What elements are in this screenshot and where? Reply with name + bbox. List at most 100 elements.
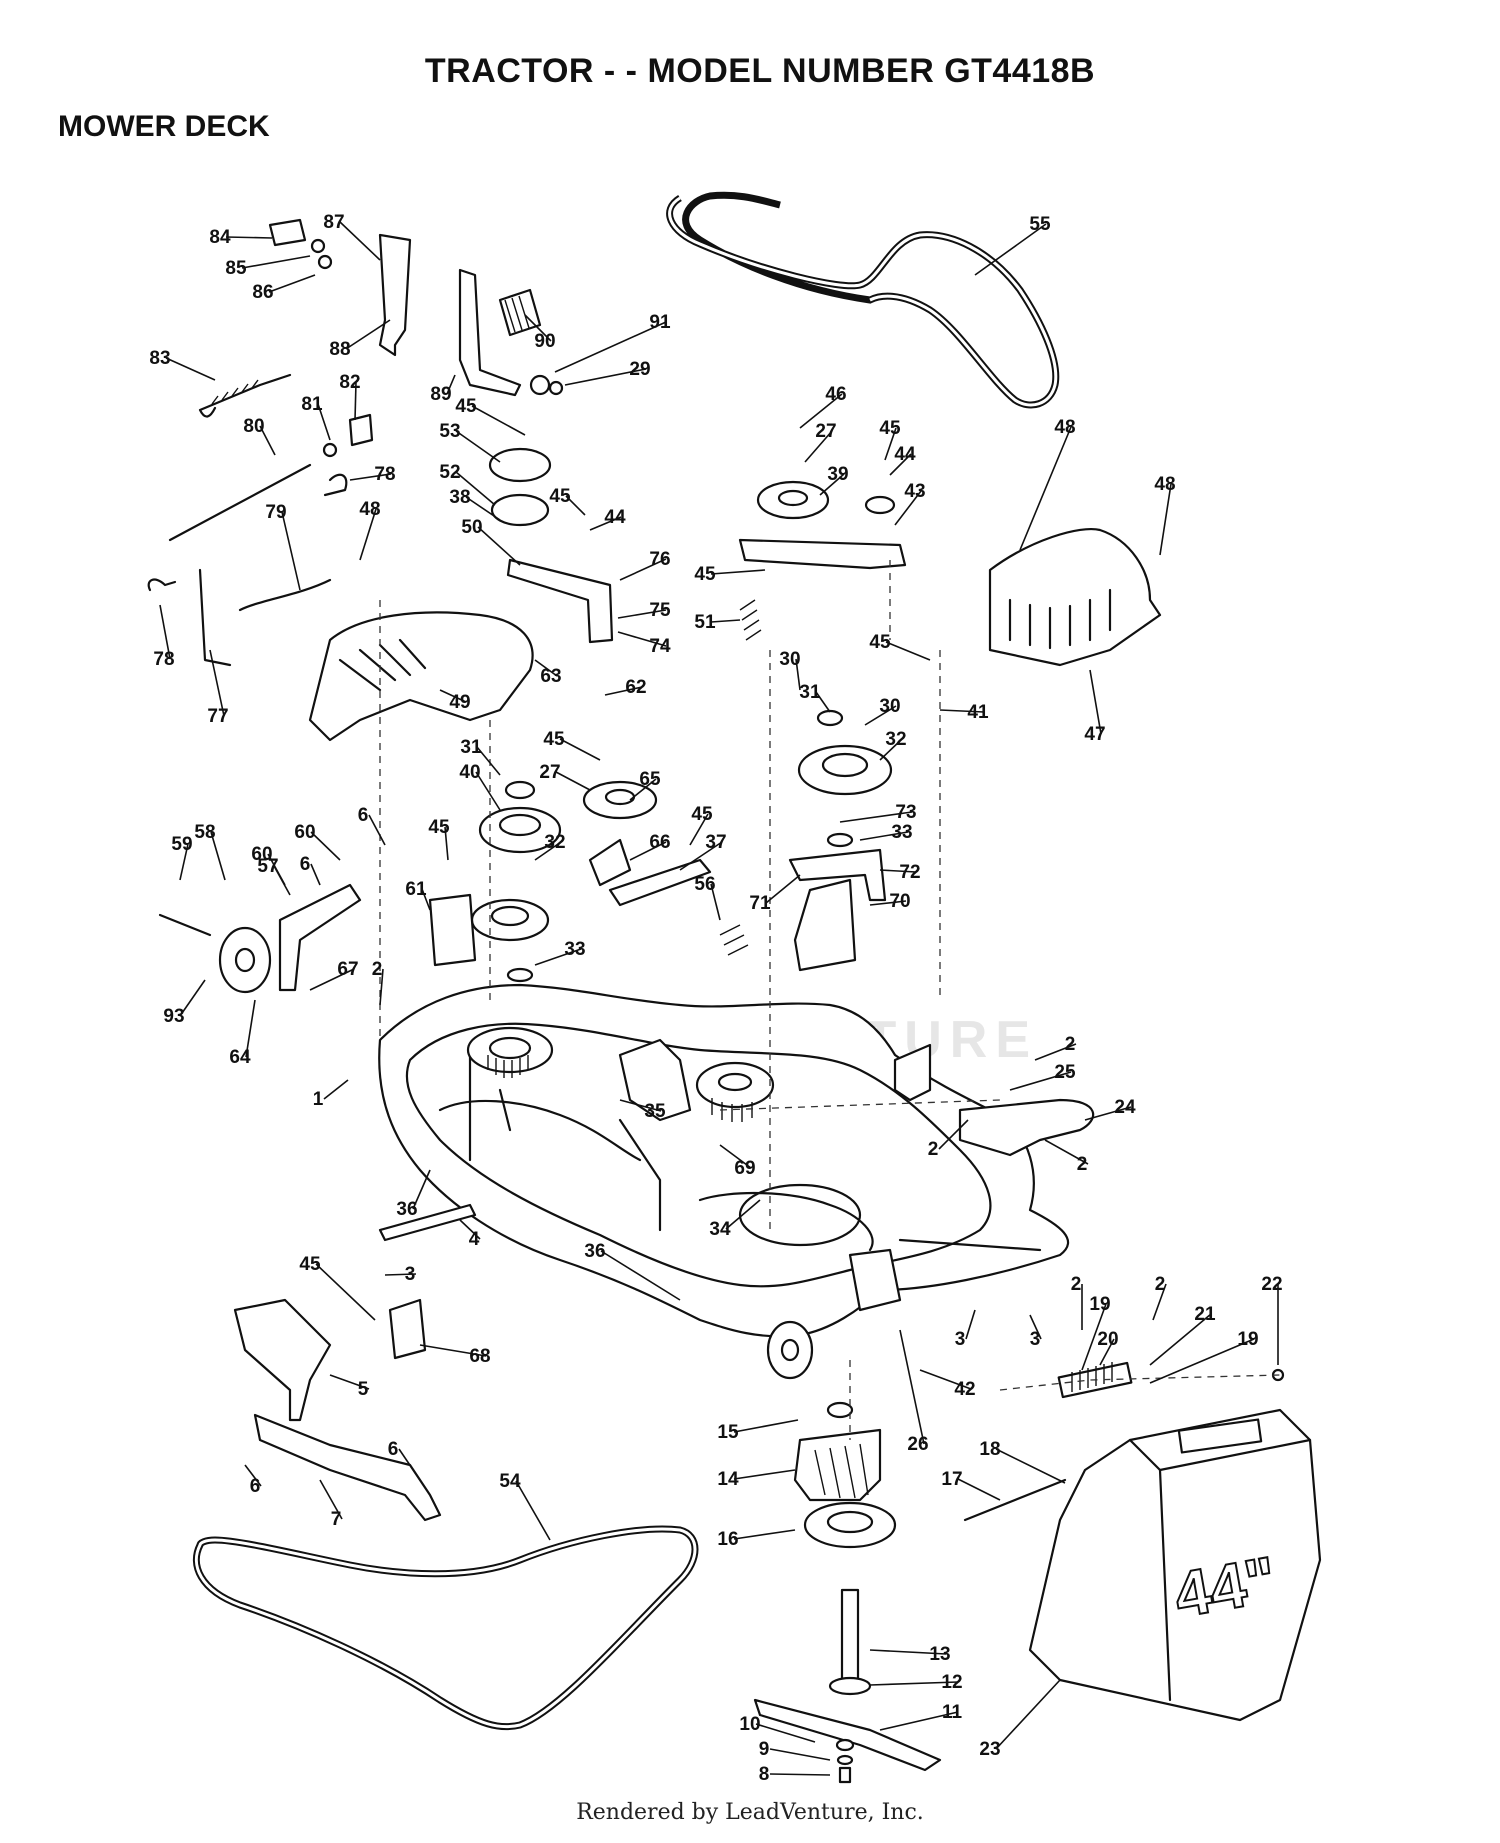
deflector-rod-17 (963, 1478, 1067, 1522)
bracket-5 (233, 1298, 332, 1422)
spring-56 (719, 924, 749, 956)
callout-2-3: 2 (1065, 1034, 1076, 1055)
leader-line-59 (179, 843, 189, 881)
discharge-chute-23: 44" (1028, 1408, 1322, 1722)
callout-16: 16 (717, 1529, 738, 1550)
callout-3-2: 3 (955, 1329, 966, 1350)
belt-cover-47 (988, 528, 1162, 667)
callout-34: 34 (709, 1219, 731, 1240)
callout-56: 56 (694, 874, 715, 895)
leader-line-3-2 (965, 1309, 976, 1340)
callout-41: 41 (967, 702, 989, 723)
callout-45-5: 45 (869, 632, 891, 653)
leader-line-51 (710, 619, 741, 623)
callout-6-2: 6 (300, 854, 311, 875)
belt-cover-49 (308, 611, 534, 742)
callout-30-2: 30 (879, 696, 900, 717)
callout-36-2: 36 (584, 1241, 605, 1262)
callout-87: 87 (323, 212, 344, 233)
leader-line-45-4 (565, 495, 586, 516)
callout-58: 58 (194, 822, 215, 843)
callout-82: 82 (339, 372, 360, 393)
callout-45-4: 45 (549, 486, 571, 507)
callout-75: 75 (649, 600, 671, 621)
callout-19-2: 19 (1237, 1329, 1258, 1350)
leader-line-17 (957, 1478, 1001, 1501)
callout-30-1: 30 (779, 649, 800, 670)
callout-78-1: 78 (374, 464, 395, 485)
leader-line-86 (268, 274, 316, 293)
callout-80: 80 (243, 416, 264, 437)
leader-line-84 (225, 236, 273, 239)
callout-31-1: 31 (460, 737, 482, 758)
leader-line-67 (309, 968, 355, 991)
leader-line-40 (475, 771, 501, 811)
callout-45-7: 45 (691, 804, 713, 825)
spring-51 (739, 599, 762, 641)
callout-32-1: 32 (544, 832, 565, 853)
leader-line-58 (210, 831, 226, 881)
callout-47: 47 (1084, 724, 1105, 745)
callout-54: 54 (499, 1471, 521, 1492)
leader-line-80 (259, 425, 276, 456)
leader-line-60-2 (267, 853, 286, 886)
leader-line-77 (209, 649, 225, 717)
leader-line-75 (617, 609, 667, 619)
leader-line-50 (477, 526, 521, 566)
callout-64: 64 (229, 1047, 251, 1068)
leader-line-32-2 (879, 738, 903, 761)
leader-line-81 (317, 403, 331, 441)
leader-line-3-3 (1029, 1314, 1042, 1340)
callout-33-1: 33 (564, 939, 585, 960)
callout-3-1: 3 (405, 1264, 416, 1285)
leader-line-44-2 (589, 516, 622, 531)
callout-36-1: 36 (396, 1199, 417, 1220)
callout-38: 38 (449, 487, 470, 508)
leader-line-6-3 (244, 1464, 262, 1487)
callout-2-5: 2 (1071, 1274, 1082, 1295)
callout-48-2: 48 (1054, 417, 1075, 438)
leader-line-71 (765, 874, 801, 904)
leader-line-55 (974, 223, 1047, 276)
leader-line-78-2 (159, 604, 171, 660)
callout-2-4: 2 (1077, 1154, 1088, 1175)
leader-line-29 (564, 368, 647, 386)
leader-line-64 (245, 999, 256, 1058)
leader-line-52 (455, 471, 496, 506)
callout-37: 37 (705, 832, 726, 853)
callout-2-2: 2 (928, 1139, 939, 1160)
leader-line-7 (319, 1479, 343, 1520)
leader-line-31-1 (476, 746, 501, 776)
leader-line-18 (995, 1448, 1066, 1484)
leader-line-33-2 (859, 831, 909, 841)
leader-line-48-2 (1019, 426, 1072, 551)
callout-89: 89 (430, 384, 451, 405)
callout-52: 52 (439, 462, 460, 483)
leader-line-27-1 (804, 430, 833, 463)
deck-rear-bracket (848, 1248, 902, 1312)
leader-line-42 (919, 1369, 972, 1390)
callout-93: 93 (163, 1006, 184, 1027)
leader-line-39 (819, 473, 845, 496)
leader-line-69 (719, 1144, 752, 1169)
callout-86: 86 (252, 282, 273, 303)
callout-83: 83 (149, 348, 170, 369)
callout-48-1: 48 (359, 499, 380, 520)
leader-line-16 (733, 1529, 796, 1540)
callout-73: 73 (895, 802, 916, 823)
callout-17: 17 (941, 1469, 962, 1490)
callout-20: 20 (1097, 1329, 1118, 1350)
callout-71: 71 (749, 893, 771, 914)
callout-45-1: 45 (455, 396, 477, 417)
callout-85: 85 (225, 258, 247, 279)
leader-line-44-1 (889, 453, 912, 476)
callout-55: 55 (1029, 214, 1051, 235)
callout-1: 1 (313, 1089, 324, 1110)
callout-57: 57 (257, 856, 278, 877)
callout-40: 40 (459, 762, 480, 783)
lift-linkage-top-left (147, 218, 564, 667)
callout-14: 14 (717, 1469, 739, 1490)
leader-line-79 (281, 511, 301, 591)
leader-line-73 (839, 811, 913, 823)
